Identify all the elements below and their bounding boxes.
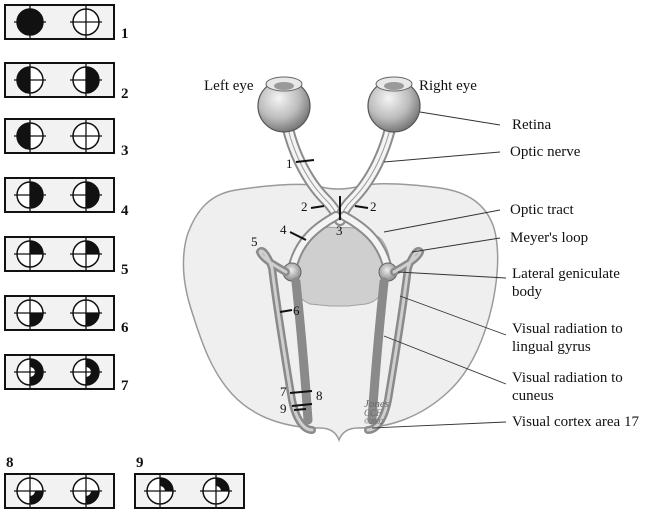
label-vr-lingual-line1: Visual radiation to [512,321,623,337]
optic-radiations [255,247,425,434]
label-right-eye: Right eye [419,78,477,94]
panel-number-5: 5 [121,262,129,278]
label-retina: Retina [512,117,552,133]
panel-number-9: 9 [136,455,144,471]
panel-number-3: 3 [121,143,129,159]
visual-field-icons [14,179,102,211]
lesion-number-8: 8 [316,388,323,403]
lesion-number-5: 5 [251,234,258,249]
label-optic-nerve: Optic nerve [510,144,581,160]
panel-number-6: 6 [121,320,129,336]
lesion-number-4: 4 [280,222,287,237]
visual-field-icons [14,475,102,507]
visual-field-icons [14,297,102,329]
visual-field-icons [14,64,102,96]
visual-field-panel-1 [4,4,115,40]
artist-signature: Jones CCF ©2002 [364,398,390,427]
panel-number-8: 8 [6,455,14,471]
optic-tracts [287,211,393,275]
lesion-number-1: 1 [286,156,293,171]
visual-field-panel-4 [4,177,115,213]
leader-lines [371,111,507,429]
label-left-eye: Left eye [204,78,254,94]
visual-field-panel-9 [134,473,245,509]
panel-number-2: 2 [121,86,129,102]
label-lgb-line2: body [512,284,542,300]
lesion-number-6: 6 [293,303,300,318]
visual-field-panel-8 [4,473,115,509]
visual-field-panel-2 [4,62,115,98]
lesion-number-9: 9 [280,401,287,416]
lesion-number-3: 3 [336,223,343,238]
lesion-number-7: 7 [280,384,287,399]
left-eye [257,76,311,133]
lesion-number-2-left: 2 [301,199,308,214]
visual-field-icons [144,475,232,507]
label-vr-cuneus-line1: Visual radiation to [512,370,623,386]
visual-field-panel-7 [4,354,115,390]
panel-number-4: 4 [121,203,129,219]
visual-field-panel-5 [4,236,115,272]
panel-number-7: 7 [121,378,129,394]
visual-field-icons [14,356,102,388]
label-optic-tract: Optic tract [510,202,574,218]
visual-field-icons [14,120,102,152]
right-eye [367,76,421,133]
visual-field-icons [14,6,102,38]
lesion-marks [279,159,369,411]
lesion-number-2-right: 2 [370,199,377,214]
visual-field-icons [14,238,102,270]
visual-field-panel-3 [4,118,115,154]
panel-number-1: 1 [121,26,129,42]
label-visual-cortex: Visual cortex area 17 [512,414,639,430]
label-vr-cuneus-line2: cuneus [512,388,554,404]
visual-field-panel-6 [4,295,115,331]
label-meyers-loop: Meyer's loop [510,230,589,246]
label-lgb-line1: Lateral geniculate [512,266,620,282]
label-vr-lingual-line2: lingual gyrus [512,339,591,355]
